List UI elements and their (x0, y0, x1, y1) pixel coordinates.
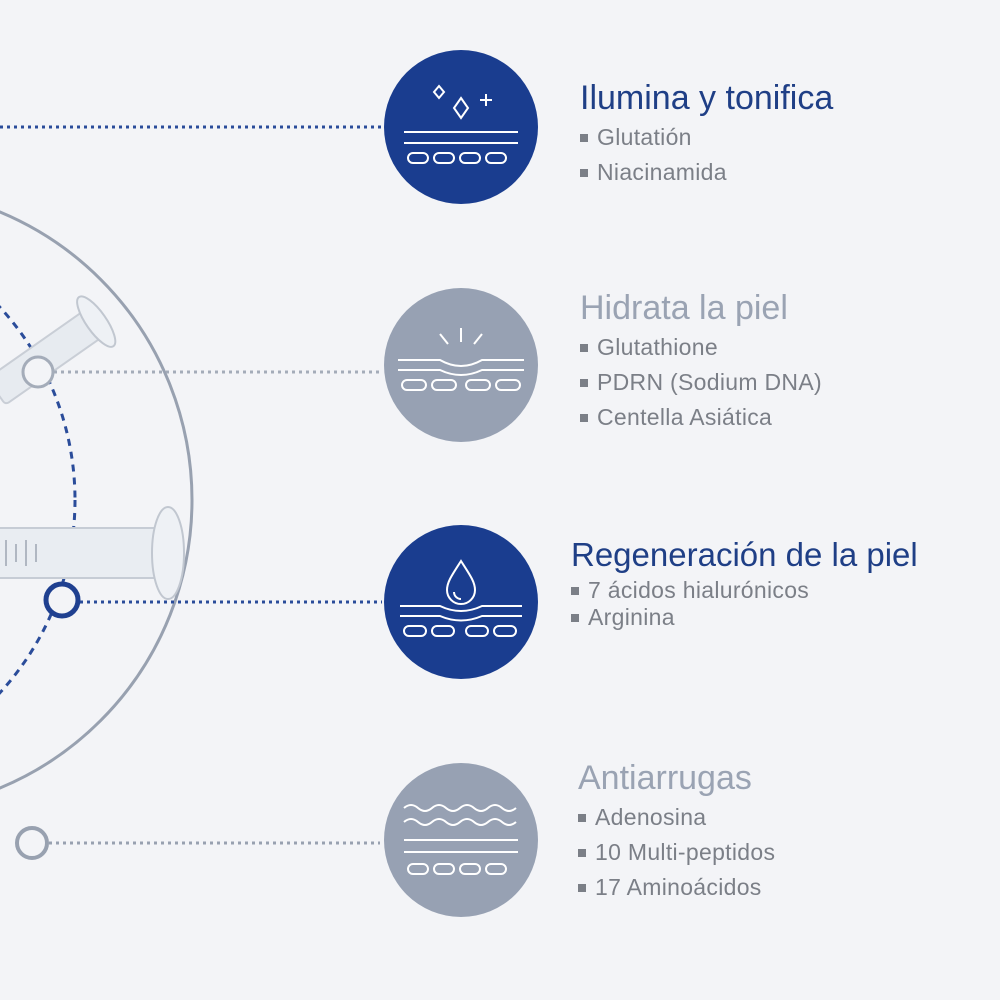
feature-hydrate: Hidrata la piel Glutathione PDRN (Sodium… (580, 288, 822, 435)
bullet-square-icon (578, 814, 586, 822)
feature-title: Ilumina y tonifica (580, 79, 834, 117)
bullet-square-icon (571, 587, 579, 595)
syringe-middle (0, 506, 185, 600)
list-item: 7 ácidos hialurónicos (571, 577, 918, 604)
list-item: PDRN (Sodium DNA) (580, 365, 822, 400)
list-item: Niacinamida (580, 155, 833, 190)
feature-title: Regeneración de la piel (571, 536, 918, 573)
list-item: Glutatión (580, 120, 833, 155)
skin-drop-icon (384, 525, 538, 679)
feature-title: Hidrata la piel (580, 289, 788, 327)
bullet-square-icon (578, 884, 586, 892)
syringe-upper (0, 295, 117, 405)
list-item: 10 Multi-peptidos (578, 835, 775, 870)
ingredient-list: Glutathione PDRN (Sodium DNA) Centella A… (580, 330, 822, 435)
ingredient-list: 7 ácidos hialurónicos Arginina (571, 577, 918, 631)
bullet-square-icon (571, 614, 579, 622)
ingredient-list: Glutatión Niacinamida (580, 120, 833, 190)
feature-title: Antiarrugas (578, 759, 752, 797)
skin-wrinkle-icon (384, 763, 538, 917)
list-item: 17 Aminoácidos (578, 870, 775, 905)
skin-sparkle-icon (384, 50, 538, 204)
node-upper (21, 355, 55, 389)
inner-dashed-ring (0, 305, 77, 695)
node-middle (43, 581, 81, 619)
list-item: Centella Asiática (580, 400, 822, 435)
list-item: Adenosina (578, 800, 775, 835)
outer-ring (0, 210, 194, 790)
ingredient-list: Adenosina 10 Multi-peptidos 17 Aminoácid… (578, 800, 775, 905)
bullet-square-icon (580, 344, 588, 352)
bullet-square-icon (580, 134, 588, 142)
skin-radiance-icon (384, 288, 538, 442)
bullet-square-icon (580, 379, 588, 387)
list-item: Arginina (571, 604, 918, 631)
list-item: Glutathione (580, 330, 822, 365)
bullet-square-icon (578, 849, 586, 857)
bullet-square-icon (580, 414, 588, 422)
feature-antiwrinkle: Antiarrugas Adenosina 10 Multi-peptidos … (578, 758, 775, 905)
feature-illuminate: Ilumina y tonifica Glutatión Niacinamida (580, 78, 833, 190)
feature-regeneration: Regeneración de la piel 7 ácidos hialuró… (571, 535, 918, 631)
bullet-square-icon (580, 169, 588, 177)
node-lower (15, 826, 49, 860)
